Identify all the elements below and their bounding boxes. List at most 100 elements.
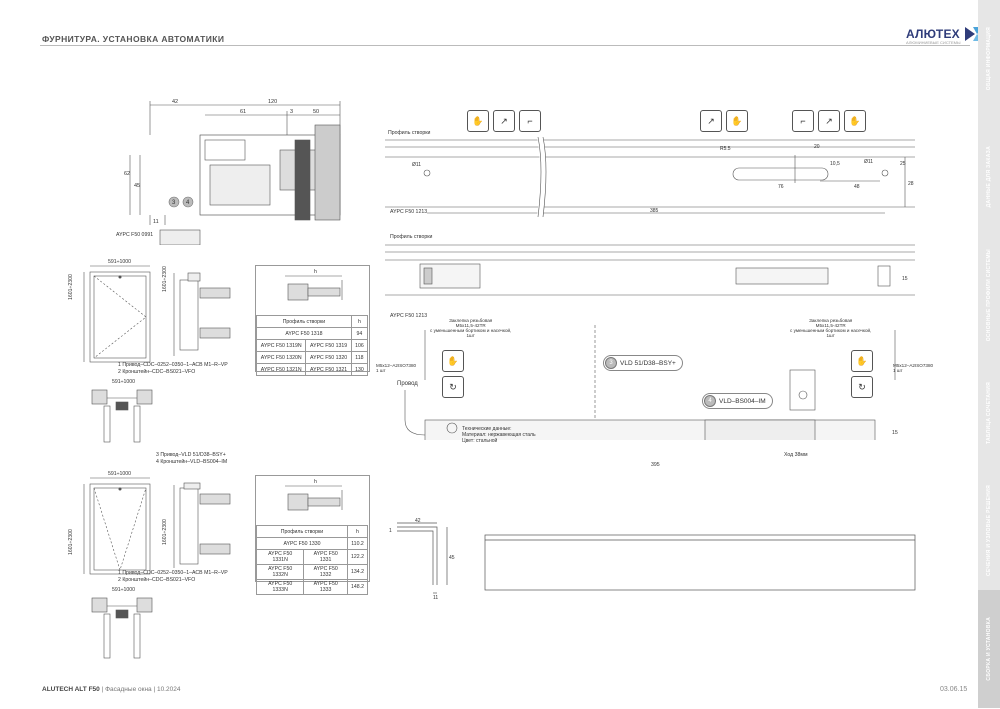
table2-h-label: h	[314, 479, 317, 485]
tool-icons-right: ⌐ ↗ ✋	[792, 110, 866, 132]
dim-15: 15	[902, 276, 908, 282]
dim-hole-left: Ø11	[412, 162, 421, 168]
tech-data: Технические данные: Материал: нержавеюща…	[462, 426, 536, 444]
window2-height-label: 1601÷2300	[68, 529, 74, 555]
mid-note-3: 3 Привод–VLD 51/D38–BSY+	[156, 452, 226, 458]
dim-15b: 15	[892, 430, 898, 436]
window1-note-1: 1 Привод–CDC–0252–0350–1–ACB M1–R–VP	[118, 362, 228, 368]
drill-icon: ✋	[851, 350, 873, 372]
section-profile-label: AYPC F50 0991	[116, 232, 154, 238]
drill-icon: ✋	[442, 350, 464, 372]
window2-elevation	[83, 477, 151, 575]
angle-dim-1: 1	[389, 528, 392, 534]
dim-20: 20	[814, 144, 820, 150]
dim-385: 385	[650, 208, 659, 214]
rivet-tool-icon: ⌐	[792, 110, 814, 132]
window1-plan-section	[91, 389, 153, 443]
section-tabs: ОБЩАЯ ИНФОРМАЦИЯ ДАННЫЕ ДЛЯ ЗАКАЗА ОСНОВ…	[978, 0, 1000, 709]
angle-bracket-drawing: 42 45 11 1	[389, 518, 455, 600]
wire-label: Провод	[397, 381, 418, 387]
dim-r55: R5.5	[720, 146, 731, 152]
header-divider	[40, 45, 970, 46]
tab-main-profiles[interactable]: ОСНОВНЫЕ ПРОФИЛИ СИСТЕМЫ	[978, 236, 1000, 355]
dim-48: 48	[854, 184, 860, 190]
angle-dim-45: 45	[449, 555, 455, 561]
window2-width-bottom: 591÷1000	[112, 587, 136, 593]
dim-62: 62	[124, 171, 130, 177]
dim-395: 395	[651, 462, 660, 468]
tab-general-info[interactable]: ОБЩАЯ ИНФОРМАЦИЯ	[978, 0, 1000, 119]
drive-unit-drawing	[404, 325, 896, 440]
window1-width-bottom: 591÷1000	[112, 379, 136, 385]
dim-42: 42	[172, 99, 178, 105]
dim-28: 28	[908, 181, 914, 187]
tool-icons-left: ✋ ↗ ⌐	[467, 110, 541, 132]
window2-side-section	[173, 482, 231, 568]
drill-icon: ✋	[467, 110, 489, 132]
screw-note-right: M5x12–A2ISO7380 1 шт	[893, 363, 934, 373]
logo-text: АЛЮТЕХ	[906, 27, 960, 41]
page-number: 03.06.15	[940, 686, 968, 693]
page-title: ФУРНИТУРА. УСТАНОВКА АВТОМАТИКИ	[42, 34, 225, 44]
drill-icon: ✋	[726, 110, 748, 132]
table2-profile-icon	[285, 485, 343, 511]
rivet-note-left: Заклепка резьбовая M5x11,5-42TR с уменьш…	[430, 318, 512, 338]
window1-height-label-2: 1601÷2300	[162, 266, 168, 292]
dim-stroke: Ход 38мм	[784, 452, 808, 458]
tab-combination-table[interactable]: ТАБЛИЦА СОЧЕТАНИЯ	[978, 354, 1000, 473]
mid-note-4: 4 Кронштейн–VLD–BS004–IM	[156, 459, 228, 465]
dim-105: 10,5	[830, 161, 840, 167]
window1-side-section	[173, 272, 231, 356]
rivet-note-right: Заклепка резьбовая M5x11,5-42TR с уменьш…	[790, 318, 872, 338]
callout-3-badge: 3	[605, 357, 617, 369]
angle-dim-42: 42	[415, 518, 421, 524]
drill-bit-icon: ↗	[818, 110, 840, 132]
dim-hole-right: Ø11	[864, 159, 873, 165]
callout-3: 3	[172, 200, 176, 206]
drill-bit-icon: ↗	[493, 110, 515, 132]
logo-subtitle: АЛЮМИНИЕВЫЕ СИСТЕМЫ	[906, 40, 961, 45]
footer-info: ALUTECH ALT F50 | Фасадные окна | 10.202…	[42, 686, 181, 693]
dim-76: 76	[778, 184, 784, 190]
dim-61: 61	[240, 109, 246, 115]
top-profile-drawing: Ø11 Ø11 R5.5 28 76 48 20 385 10,5 25	[385, 136, 915, 218]
section-detail-drawing: 42 120 61 3 50 62 45 11 3 4	[124, 99, 341, 245]
dim-50: 50	[313, 109, 319, 115]
tab-order-data[interactable]: ДАННЫЕ ДЛЯ ЗАКАЗА	[978, 118, 1000, 237]
window2-plan-section	[91, 597, 153, 659]
dim-120: 120	[268, 99, 277, 105]
drill-icon: ✋	[844, 110, 866, 132]
window1-height-label: 1601÷2300	[68, 274, 74, 300]
table1-profile-icon	[285, 275, 343, 301]
window2-note-1: 1 Привод–CDC–0252–0350–1–ACB M1–R–VP	[118, 570, 228, 576]
window1-note-2: 2 Кронштейн–CDC–BS021–VFO	[118, 369, 196, 375]
window1-width-label: 591÷1000	[108, 259, 132, 265]
dim-3: 3	[290, 109, 293, 115]
mid-profile-code: AYPC F50 1213	[390, 313, 428, 319]
dim-45: 45	[134, 183, 140, 189]
mid-profile-drawing: 15	[385, 244, 915, 296]
screw-note-left: M5x12–A2ISO7380 1 шт	[376, 363, 417, 373]
window2-width-label: 591÷1000	[108, 471, 132, 477]
rotation-icon: ↻	[851, 376, 873, 398]
callout-4-badge: 4	[704, 395, 716, 407]
table1-h-label: h	[314, 269, 317, 275]
tab-assembly[interactable]: СБОРКА И УСТАНОВКА	[978, 590, 1000, 709]
dim-25: 25	[900, 161, 906, 167]
callout-4: 4	[186, 200, 190, 206]
angle-bracket-length	[484, 534, 916, 591]
top-profile-code: AYPC F50 1213	[390, 209, 428, 215]
top-profile-label: Профиль створки	[388, 130, 431, 136]
tab-sections[interactable]: СЕЧЕНИЯ И УЗЛОВЫЕ РЕШЕНИЯ	[978, 472, 1000, 591]
